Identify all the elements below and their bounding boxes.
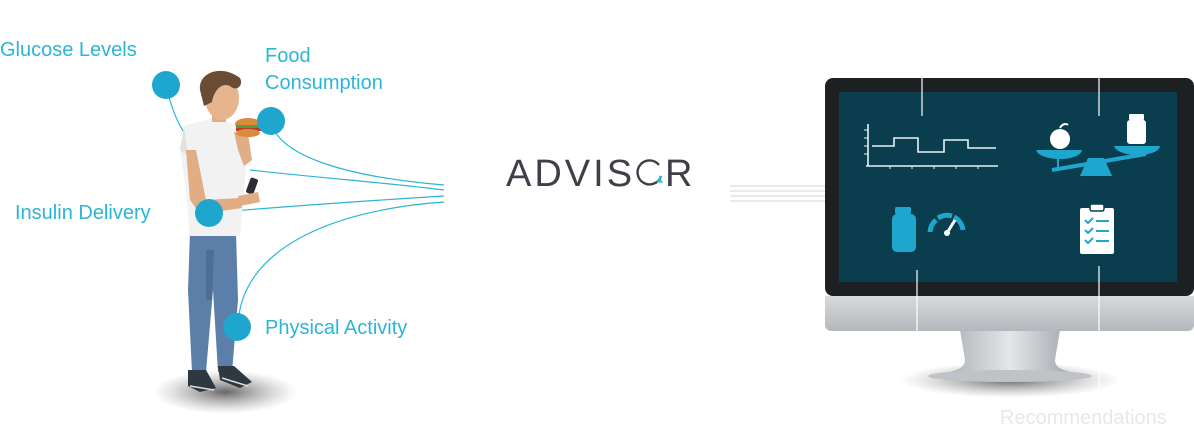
activity-dot[interactable] xyxy=(223,313,251,341)
glucose-dot[interactable] xyxy=(152,71,180,99)
checklist-icon xyxy=(1080,203,1114,254)
insulin-dot[interactable] xyxy=(195,199,223,227)
partial-label-left: ation xyxy=(868,359,912,381)
advisor-logo-suffix: R xyxy=(665,153,696,195)
advisor-logo-prefix: ADVIS xyxy=(506,153,636,195)
food-consumption-label: Food Consumption xyxy=(265,43,383,97)
scale-icon xyxy=(1036,114,1160,176)
physical-activity-label: Physical Activity xyxy=(265,317,408,339)
gauge-icon xyxy=(927,212,966,236)
food-label-line2: Consumption xyxy=(265,72,383,94)
person-illustration xyxy=(180,70,261,392)
advisor-logo: ADVIS R xyxy=(506,153,696,196)
output-lines xyxy=(730,185,830,202)
connector-lines xyxy=(165,85,445,327)
monitor xyxy=(825,78,1194,398)
advisor-logo-o-icon xyxy=(635,153,665,196)
glucose-chart-icon xyxy=(864,124,998,169)
glucose-levels-label: Glucose Levels xyxy=(0,39,137,61)
food-label-line1: Food xyxy=(265,45,311,67)
partial-label-right: Recommendations xyxy=(1000,407,1167,429)
food-dot[interactable] xyxy=(257,107,285,135)
insulin-vial-icon xyxy=(892,207,916,252)
insulin-delivery-label: Insulin Delivery xyxy=(15,202,151,224)
monitor-screen xyxy=(839,92,1177,282)
callout-lines xyxy=(916,78,1100,404)
